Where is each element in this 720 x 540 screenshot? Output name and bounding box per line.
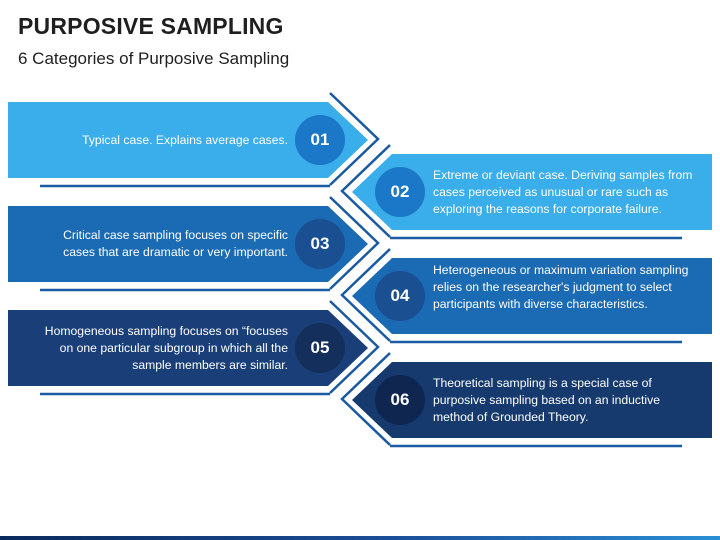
item-04-number: 04: [390, 286, 410, 305]
item-02-text: Extreme or deviant case. Deriving sample…: [433, 168, 693, 216]
item-05-number: 05: [310, 338, 330, 357]
item-03-shape: [8, 196, 380, 292]
item-02-number: 02: [390, 182, 410, 201]
item-05-text: Homogeneous sampling focuses on “focuses…: [44, 324, 288, 372]
item-03-number: 03: [310, 234, 330, 253]
page-subtitle: 6 Categories of Purposive Sampling: [18, 49, 290, 68]
item-02-shape: [340, 144, 712, 240]
item-06-text: Theoretical sampling is a special case o…: [433, 376, 660, 424]
item-01-number: 01: [310, 130, 330, 149]
item-03-text: Critical case sampling focuses on specif…: [63, 228, 288, 259]
bottom-accent-bar: [0, 536, 720, 540]
item-06-number: 06: [390, 390, 410, 409]
item-06-shape: [340, 352, 712, 448]
item-04-shape: [340, 248, 712, 344]
page-title: PURPOSIVE SAMPLING: [18, 13, 284, 39]
item-04-text: Heterogeneous or maximum variation sampl…: [433, 263, 689, 311]
item-01-shape: [8, 92, 380, 188]
item-05-shape: [8, 300, 380, 396]
item-01-text: Typical case. Explains average cases.: [82, 133, 288, 147]
